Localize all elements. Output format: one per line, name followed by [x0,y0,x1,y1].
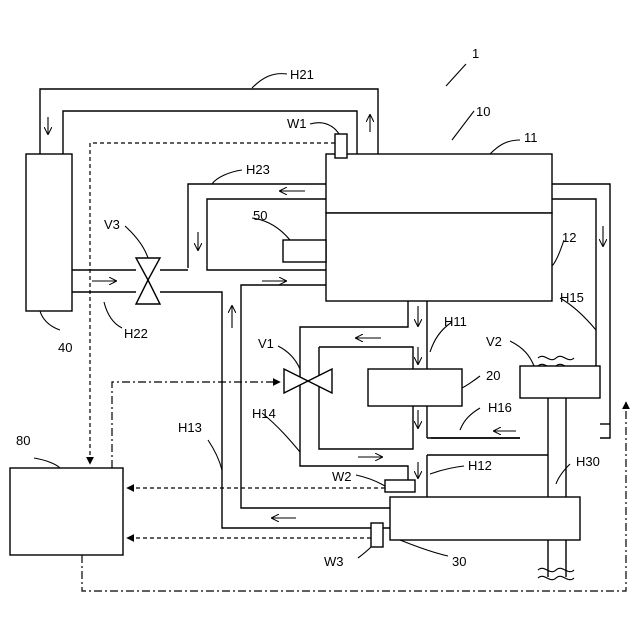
control-lines-dashdot [82,382,626,591]
label-sensor-w1: W1 [287,116,307,131]
pipe-h16 [431,424,610,438]
valve-v2-body [520,366,600,398]
label-sensor-w2: W2 [332,469,352,484]
sensor-w1 [335,134,347,158]
label-unit-10: 10 [476,104,490,119]
label-upper-block-11: 11 [524,130,538,145]
component-50 [283,240,326,262]
lower-block-12 [326,213,552,301]
label-pipe-h13: H13 [178,420,202,435]
label-component-30: 30 [452,554,466,569]
label-component-40: 40 [58,340,72,355]
sensor-w2 [385,480,415,492]
label-system-1: 1 [472,46,479,61]
controller-80 [10,468,123,555]
label-lower-block-12: 12 [562,230,576,245]
pipe-h15 [552,184,610,438]
upper-block-11 [326,154,552,213]
label-pipe-h22: H22 [124,326,148,341]
label-pipe-h11: H11 [444,314,467,329]
label-valve-v3: V3 [104,217,120,232]
label-pipe-h14: H14 [252,406,276,421]
pipe-h21 [40,89,378,154]
label-valve-v2: V2 [486,334,502,349]
label-component-20: 20 [486,368,500,383]
label-pipe-h12: H12 [468,458,492,473]
component-20 [368,369,462,406]
label-pipe-h15: H15 [560,290,584,305]
sensor-w3 [371,523,383,547]
label-pipe-h23: H23 [246,162,270,177]
valve-v3 [136,258,160,304]
valve-v1 [284,369,332,393]
component-40 [26,154,72,311]
label-valve-v1: V1 [258,336,274,351]
label-pipe-h21: H21 [290,67,314,82]
component-30 [390,497,580,540]
label-pipe-h16: H16 [488,400,512,415]
label-sensor-w3: W3 [324,554,344,569]
label-component-50: 50 [253,208,267,223]
label-controller-80: 80 [16,433,30,448]
label-pipe-h30: H30 [576,454,600,469]
